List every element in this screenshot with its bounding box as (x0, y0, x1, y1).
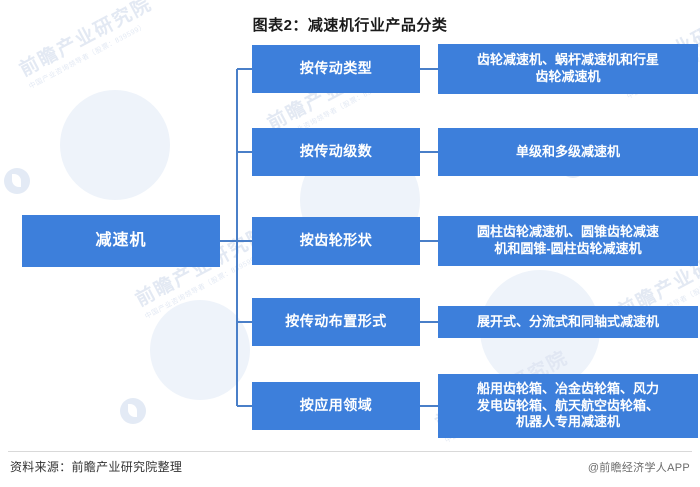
node-detail-1[interactable]: 齿轮减速机、蜗杆减速机和行星 齿轮减速机 (438, 44, 698, 94)
node-root-label: 减速机 (95, 231, 147, 249)
node-category-4[interactable]: 按传动布置形式 (252, 298, 420, 346)
node-detail-text: 展开式、分流式和同轴式减速机 (477, 314, 659, 331)
node-detail-text: 齿轮减速机、蜗杆减速机和行星 齿轮减速机 (477, 52, 659, 85)
node-category-5[interactable]: 按应用领域 (252, 382, 420, 430)
node-detail-text: 单级和多级减速机 (516, 144, 620, 161)
node-category-label: 按传动布置形式 (285, 313, 387, 330)
node-detail-4[interactable]: 展开式、分流式和同轴式减速机 (438, 306, 698, 338)
detail-line: 发电齿轮箱、航天航空齿轮箱、 (476, 397, 659, 413)
detail-line: 机器人专用减速机 (515, 414, 620, 430)
footer-divider (8, 451, 692, 452)
detail-line: 机和圆锥-圆柱齿轮减速机 (494, 241, 642, 256)
detail-line: 展开式、分流式和同轴式减速机 (476, 313, 659, 329)
node-root[interactable]: 减速机 (22, 215, 220, 267)
detail-line: 单级和多级减速机 (515, 143, 620, 159)
node-category-3[interactable]: 按齿轮形状 (252, 217, 420, 265)
node-category-1[interactable]: 按传动类型 (252, 45, 420, 93)
detail-line: 圆柱齿轮减速机、圆锥齿轮减速 (476, 224, 659, 240)
app-credit: @前瞻经济学人APP (587, 462, 690, 474)
chart-title: 图表2：减速机行业产品分类 (252, 17, 448, 34)
detail-line: 齿轮减速机、蜗杆减速机和行星 (476, 52, 659, 68)
node-detail-3[interactable]: 圆柱齿轮减速机、圆锥齿轮减速 机和圆锥-圆柱齿轮减速机 (438, 216, 698, 266)
node-detail-5[interactable]: 船用齿轮箱、冶金齿轮箱、风力 发电齿轮箱、航天航空齿轮箱、 机器人专用减速机 (438, 374, 698, 438)
detail-line: 船用齿轮箱、冶金齿轮箱、风力 (476, 381, 659, 397)
detail-line: 齿轮减速机 (535, 69, 601, 84)
node-detail-2[interactable]: 单级和多级减速机 (438, 128, 698, 176)
node-category-2[interactable]: 按传动级数 (252, 128, 420, 176)
source-note: 资料来源：前瞻产业研究院整理 (10, 460, 183, 474)
node-detail-text: 船用齿轮箱、冶金齿轮箱、风力 发电齿轮箱、航天航空齿轮箱、 机器人专用减速机 (477, 381, 659, 431)
node-category-label: 按应用领域 (299, 397, 373, 414)
node-category-label: 按传动级数 (299, 143, 373, 160)
node-detail-text: 圆柱齿轮减速机、圆锥齿轮减速 机和圆锥-圆柱齿轮减速机 (477, 224, 659, 257)
node-category-label: 按齿轮形状 (299, 232, 373, 249)
node-category-label: 按传动类型 (299, 60, 373, 77)
